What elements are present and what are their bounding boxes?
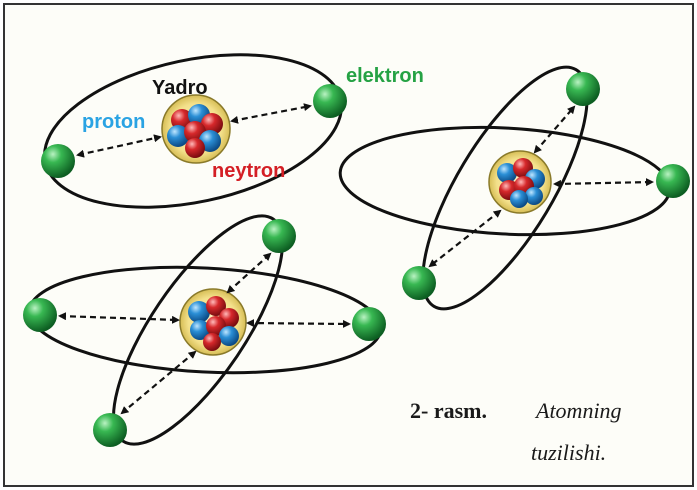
electron-sphere [262, 219, 296, 253]
atom-3-nucleus [179, 288, 247, 356]
distance-arrow [120, 350, 197, 415]
distance-arrow [76, 134, 162, 158]
distance-arrow [246, 319, 351, 328]
electron-label: elektron [346, 65, 424, 87]
electron-sphere [93, 413, 127, 447]
nucleus-label: Yadro [152, 77, 208, 99]
atom-1-nucleus [161, 94, 231, 164]
neutron-sphere [201, 113, 223, 135]
proton-sphere [167, 125, 189, 147]
neutron-sphere [203, 333, 221, 351]
atom-1: Yadro proton neytron elektron [41, 53, 424, 209]
electron-sphere [313, 84, 347, 118]
proton-sphere [525, 187, 543, 205]
neutron-sphere [185, 138, 205, 158]
proton-sphere [510, 190, 528, 208]
atom-3 [23, 214, 386, 447]
atom-3-orbit-tilted [112, 214, 284, 446]
atom-2-orbit-tilted [421, 65, 589, 311]
proton-sphere [219, 326, 239, 346]
figure-caption: 2- rasm. Atomning tuzilishi. [410, 398, 622, 465]
proton-sphere [190, 320, 210, 340]
proton-sphere [188, 301, 210, 323]
neutron-label: neytron [212, 160, 285, 182]
electron-sphere [352, 307, 386, 341]
electron-sphere [402, 266, 436, 300]
caption-text-line2: tuzilishi. [531, 440, 606, 465]
proton-label: proton [82, 111, 145, 133]
electron-sphere [566, 72, 600, 106]
proton-sphere [497, 163, 517, 183]
electron-sphere [23, 298, 57, 332]
atom-2-nucleus [488, 150, 552, 214]
distance-arrow [230, 103, 312, 124]
atom-2 [338, 65, 690, 311]
electron-sphere [41, 144, 75, 178]
distance-arrow [428, 209, 502, 268]
caption-text-line1: Atomning [534, 398, 622, 423]
electron-sphere [656, 164, 690, 198]
neutron-sphere [206, 296, 226, 316]
caption-number: 2- rasm. [410, 398, 487, 423]
distance-arrow [553, 178, 654, 188]
